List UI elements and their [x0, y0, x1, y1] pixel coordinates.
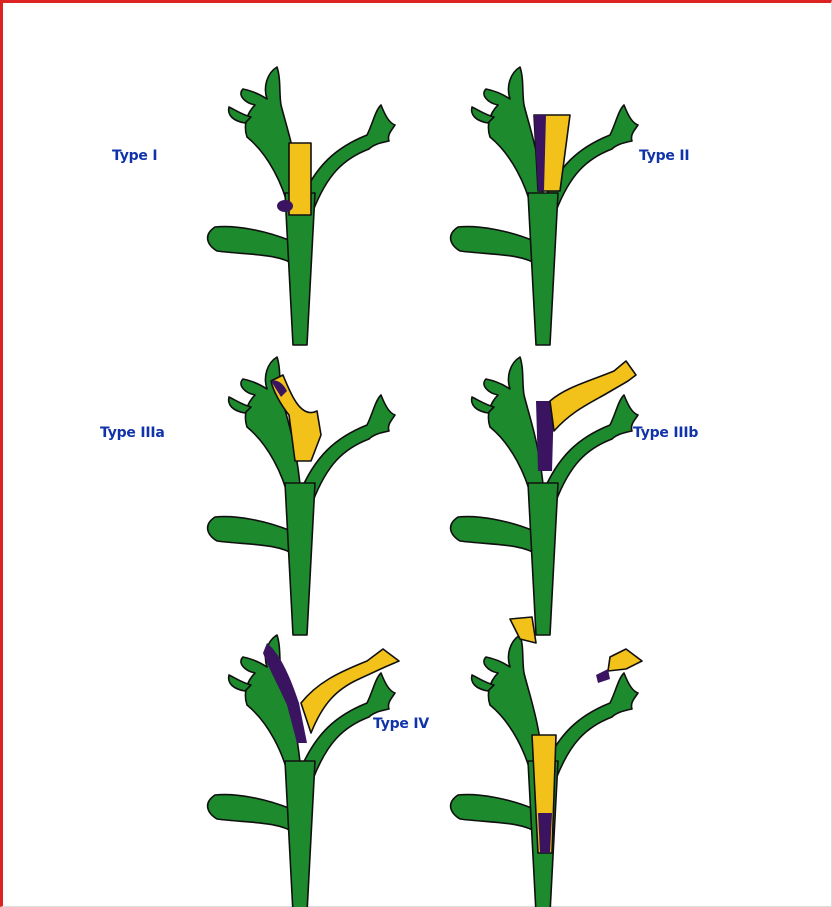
- diagram-type-2: [451, 67, 638, 345]
- diagram-type-3b: [451, 357, 638, 635]
- label-type-2: Type II: [639, 148, 689, 164]
- label-type-1: Type I: [112, 148, 157, 164]
- label-type-3b: Type IIIb: [633, 425, 698, 441]
- diagram-type-3a: [208, 357, 395, 635]
- diagram-type-1: [208, 67, 395, 345]
- label-type-3a: Type IIIa: [100, 425, 165, 441]
- label-type-4: Type IV: [373, 716, 429, 732]
- diagram-type-4-left: [208, 635, 399, 907]
- diagram-type-4-right: [451, 617, 642, 907]
